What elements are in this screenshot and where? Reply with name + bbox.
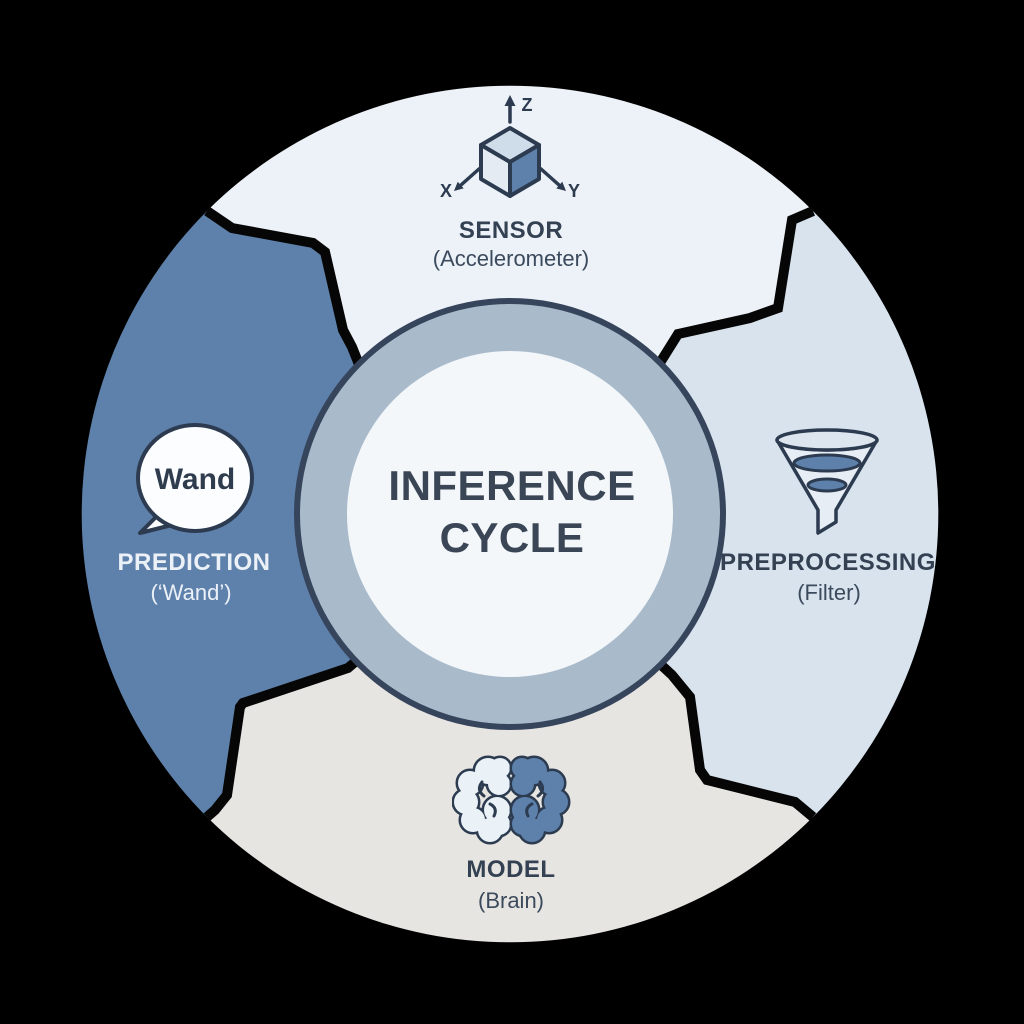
funnel-top-opening <box>775 428 879 452</box>
segment-sublabel-prediction: (‘Wand’) <box>150 580 232 605</box>
y-axis-label: Y <box>568 181 580 201</box>
brain-right-hemisphere <box>509 755 571 845</box>
accelerometer-cube-icon: Z X Y <box>440 95 580 201</box>
separator-bottom-left <box>203 652 366 821</box>
y-axis-arrow <box>539 167 561 187</box>
diagram-title-line2: CYCLE <box>439 514 585 561</box>
brain-icon <box>452 755 571 845</box>
segment-sublabel-preprocessing: (Filter) <box>797 580 861 605</box>
speech-bubble-icon: Wand <box>136 423 254 535</box>
x-arrowhead <box>454 181 464 191</box>
separator-bottom-right <box>654 658 817 821</box>
z-arrowhead <box>504 95 516 106</box>
separator-top-right <box>653 206 815 369</box>
segment-sublabel-sensor: (Accelerometer) <box>432 246 590 271</box>
bubble-text: Wand <box>155 463 236 496</box>
y-arrowhead <box>556 181 566 191</box>
funnel-mid-layer <box>792 453 862 473</box>
segment-sublabel-model: (Brain) <box>477 888 545 913</box>
x-axis-label: X <box>440 181 452 201</box>
cube-right-face <box>508 143 541 198</box>
bubble-body <box>136 423 254 533</box>
segment-label-prediction: PREDICTION <box>117 549 271 576</box>
segment-label-model: MODEL <box>466 856 556 883</box>
funnel-icon <box>775 428 879 535</box>
x-axis-arrow <box>459 167 481 187</box>
segment-label-sensor: SENSOR <box>458 217 564 244</box>
brain-left-hemisphere <box>452 755 513 845</box>
funnel-small-layer <box>806 477 848 493</box>
diagram-title: INFERENCE CYCLE <box>388 460 635 564</box>
diagram-title-line1: INFERENCE <box>388 462 636 509</box>
z-axis-label: Z <box>522 95 533 115</box>
segment-label-preprocessing: PREPROCESSING <box>720 549 936 576</box>
separator-top-left <box>204 206 367 374</box>
center-disc <box>347 351 673 677</box>
